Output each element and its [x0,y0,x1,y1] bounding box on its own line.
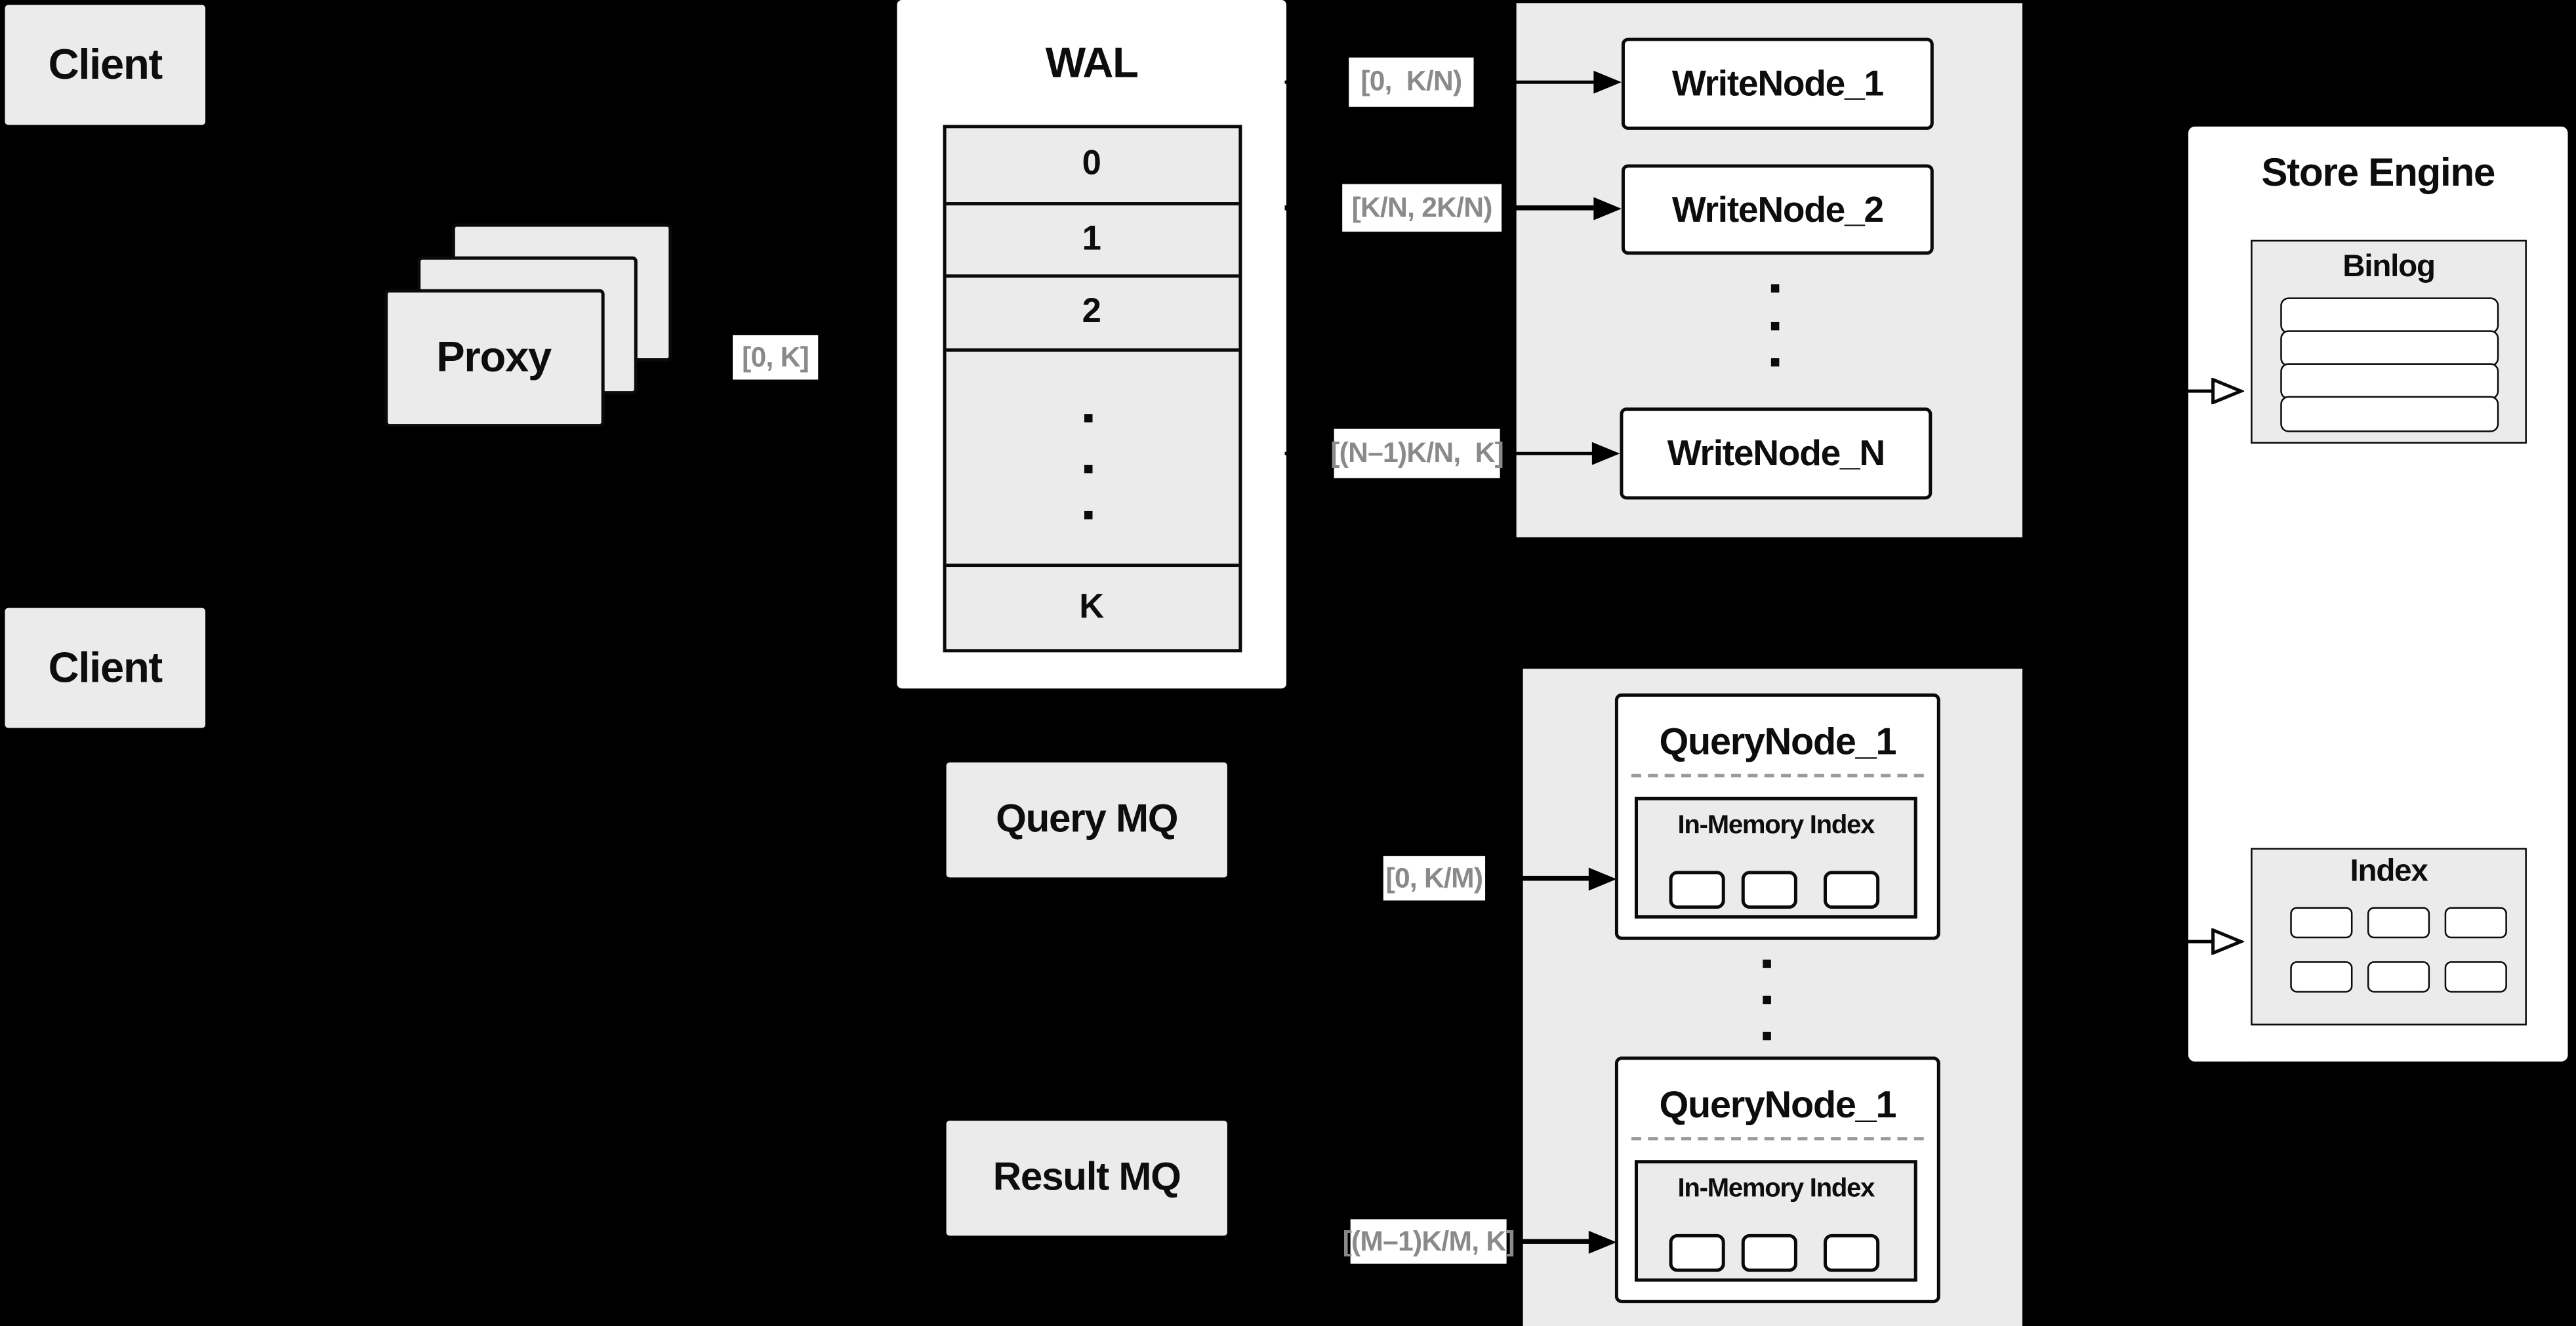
binlog-segment [2280,330,2499,367]
query-ellipsis-dot [1763,1031,1771,1041]
index-segment [2290,907,2353,938]
range-label-querynode-2: [(M–1)K/M, K] [1343,1219,1515,1264]
range-label-writenode-2: [K/N, 2K/N) [1342,184,1502,232]
inmemory-segment [1669,1233,1725,1272]
proxy-card-front: Proxy [383,288,604,426]
write-ellipsis-dot [1770,321,1780,331]
querynode-2-divider [1631,1136,1924,1140]
index-segment [2290,961,2353,992]
wal-ellipsis-dot [1084,414,1093,423]
query-ellipsis-dot [1763,959,1771,968]
result-mq-box: Result MQ [946,1121,1227,1236]
write-ellipsis-dot [1770,284,1780,293]
arrow-line-index [2119,939,2215,944]
arrowhead-writenode-n-icon [1591,442,1620,465]
open-arrowhead-index-icon [2211,928,2245,955]
writenode-2-box: WriteNode_2 [1621,164,1934,255]
wal-row-k: K [945,564,1238,649]
writenode-1-box: WriteNode_1 [1621,37,1934,130]
query-mq-label: Query MQ [996,797,1179,842]
client-box-top: Client [5,5,206,125]
querynode-2-title: QueryNode_1 [1659,1082,1896,1125]
index-segment [2367,907,2430,938]
writenode-n-box: WriteNode_N [1620,407,1932,500]
inmemory-segment [1823,1233,1880,1272]
wal-ellipsis-dot [1084,465,1093,474]
index-title: Index [2350,854,2428,889]
range-label-proxy: [0, K] [733,335,819,380]
index-segment [2367,961,2430,992]
inmemory-segment [1741,1233,1797,1272]
binlog-segment [2280,363,2499,400]
arrowhead-querynode-2-icon [1588,1230,1617,1253]
proxy-label: Proxy [436,331,552,382]
writenode-1-label: WriteNode_1 [1671,62,1884,104]
index-segment [2444,907,2507,938]
wal-row-0: 0 [1082,145,1101,183]
wal-title: WAL [1045,37,1139,87]
arrow-line-binlog [2119,388,2215,394]
querynode-1-inmemory-label: In-Memory Index [1677,812,1875,840]
wal-row-ellipsis [945,347,1238,564]
querynode-1-divider [1631,773,1924,777]
inmemory-segment [1741,871,1797,909]
wal-row-1: 1 [945,201,1238,274]
binlog-segment [2280,396,2499,432]
query-ellipsis-dot [1763,995,1771,1005]
writenode-n-label: WriteNode_N [1667,432,1885,474]
range-label-writenode-n: [(N–1)K/N, K] [1330,428,1504,478]
query-mq-box: Query MQ [946,762,1227,878]
store-engine-title: Store Engine [2261,151,2495,196]
arrowhead-writenode-2-icon [1593,196,1622,220]
index-segment [2444,961,2507,992]
client-top-label: Client [48,39,163,89]
binlog-title: Binlog [2342,249,2436,285]
result-mq-label: Result MQ [992,1155,1181,1200]
wal-row-2: 2 [945,274,1238,347]
arrowhead-writenode-1-icon [1593,70,1622,94]
wal-ellipsis-dot [1084,510,1093,520]
open-arrowhead-binlog-icon [2211,378,2245,405]
client-box-bottom: Client [5,608,206,728]
querynode-2-inmemory-label: In-Memory Index [1677,1174,1875,1203]
binlog-segment [2280,297,2499,334]
arrowhead-querynode-1-icon [1588,867,1617,890]
writenode-2-label: WriteNode_2 [1671,188,1884,230]
client-bottom-label: Client [48,642,163,692]
wal-table: 0 1 2 K [942,125,1242,653]
querynode-1-title: QueryNode_1 [1659,718,1896,762]
inmemory-segment [1823,871,1880,909]
inmemory-segment [1669,871,1725,909]
write-ellipsis-dot [1770,358,1780,367]
range-label-writenode-1: [0, K/N) [1349,57,1474,107]
range-label-querynode-1: [0, K/M) [1383,856,1486,901]
